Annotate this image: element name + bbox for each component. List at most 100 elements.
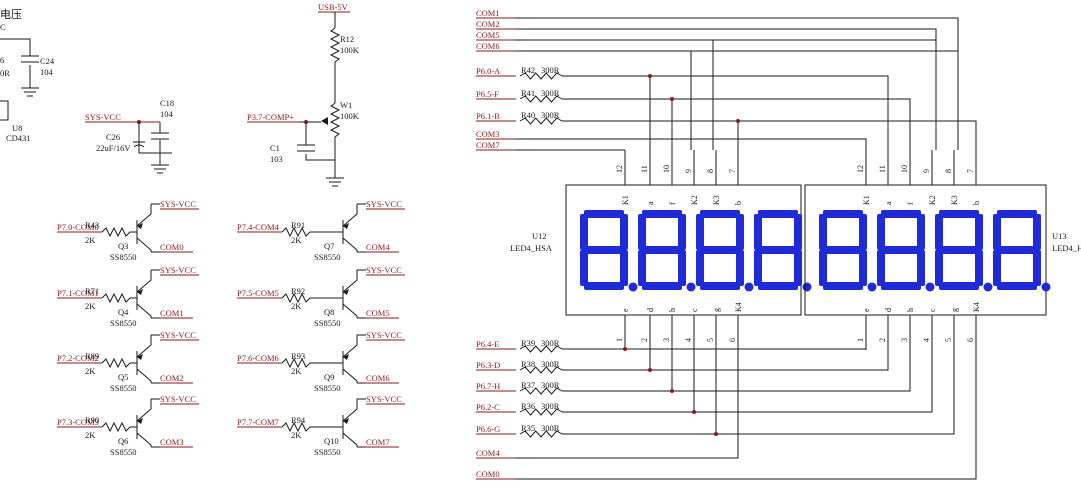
segment-resistor-name: R36	[521, 401, 535, 411]
segment-resistor-value: 300R	[541, 359, 560, 369]
top-pin-number: 9	[684, 169, 693, 173]
resistor-icon	[519, 95, 563, 103]
com-net-wire	[516, 17, 959, 150]
top-pin-label: K1	[862, 195, 871, 205]
driver-vcc-label: SYS-VCC	[160, 394, 196, 404]
transistor-emitter-arrow-icon	[137, 289, 143, 295]
bottom-pin-label: K4	[972, 302, 981, 312]
led-segment	[877, 250, 885, 286]
r12-resistor-icon	[329, 27, 341, 103]
top-pin-label: K3	[950, 195, 959, 205]
led-segment	[700, 210, 740, 218]
segment-net-wire	[562, 120, 977, 150]
top-pin-label: b	[734, 201, 743, 205]
pnp-transistor-icon	[136, 399, 152, 447]
driver-transistor-part: SS8550	[110, 447, 136, 457]
bottom-pin-number: 4	[922, 338, 931, 342]
segment-resistor-value: 300R	[541, 88, 560, 98]
module-part: LED4_HSA	[1052, 243, 1081, 253]
segment-net-wire	[562, 98, 911, 150]
junction-dot	[670, 97, 674, 101]
fragment-text-6: 6	[0, 55, 4, 65]
segment-net-label: P6.1-B	[476, 111, 500, 121]
led-segment	[975, 250, 983, 286]
segment-net-wire	[562, 350, 889, 371]
led-segment	[678, 214, 686, 250]
pnp-transistor-icon	[342, 335, 358, 383]
segment-net-label: P6.2-C	[476, 402, 500, 412]
led-segment	[638, 250, 646, 286]
bottom-pin-number: 5	[944, 338, 953, 342]
segment-net-wire	[562, 350, 955, 435]
bottom-pin-number: 2	[878, 338, 887, 342]
driver-output-label: COM7	[366, 437, 390, 447]
junction-dot	[623, 347, 627, 351]
segment-resistor-name: R39	[521, 338, 535, 348]
driver-input-label: P7.3-COM3	[57, 417, 99, 427]
c26-name: C26	[106, 132, 120, 142]
driver-input-label: P7.0-COM0	[57, 222, 99, 232]
resistor-icon	[519, 430, 563, 438]
driver-vcc-label: SYS-VCC	[160, 265, 196, 275]
junction-dot	[670, 389, 674, 393]
r12-value: 100K	[340, 45, 360, 55]
driver-block-2: P7.2-COM2 R89 2K SYS-VCC Q5 SS8550 COM2	[57, 330, 199, 393]
driver-block-6: P7.6-COM6 R93 2K SYS-VCC Q9 SS8550 COM6	[237, 330, 405, 393]
w1-potentiometer-icon	[329, 102, 341, 178]
driver-output-label: COM0	[160, 242, 184, 252]
led-segment	[736, 214, 744, 250]
c18-capacitor	[151, 132, 169, 140]
driver-resistor-icon	[281, 226, 343, 238]
w1-wiper-arrow-icon	[321, 117, 328, 125]
led-segment	[678, 250, 686, 286]
top-pin-number: 12	[856, 165, 865, 173]
segment-resistor-name: R40	[521, 110, 535, 120]
segment-resistor-name: R41	[521, 88, 535, 98]
decoupling-wires	[138, 122, 172, 154]
c1-capacitor	[297, 144, 315, 152]
transistor-emitter-arrow-icon	[343, 223, 349, 229]
driver-resistor-name: R43	[85, 220, 99, 230]
driver-resistor-value: 2K	[85, 235, 96, 245]
com-net-label: COM4	[476, 448, 500, 458]
driver-input-label: P7.2-COM2	[57, 353, 99, 363]
driver-block-5: P7.5-COM5 R92 2K SYS-VCC Q8 SS8550 COM5	[237, 265, 405, 328]
bottom-pin-number: 3	[900, 338, 909, 342]
led-segment	[993, 250, 1001, 286]
bottom-pin-number: 6	[728, 338, 737, 342]
led-segment	[917, 214, 925, 250]
top-pin-number: 11	[640, 165, 649, 173]
driver-transistor-part: SS8550	[314, 318, 340, 328]
com-net-label: COM3	[476, 129, 500, 139]
led-segment	[580, 214, 588, 250]
junction-dot	[736, 119, 740, 123]
top-pin-label: a	[884, 201, 893, 205]
led-segment	[997, 282, 1037, 290]
segment-net-label: P6.3-D	[476, 360, 500, 370]
led-segment	[620, 214, 628, 250]
com-net-label: COM6	[476, 41, 500, 51]
driver-resistor-icon	[281, 421, 343, 433]
driver-resistor-name: R93	[291, 351, 305, 361]
com-net-label: COM7	[476, 140, 500, 150]
led-segment	[997, 246, 1037, 254]
u8-name: U8	[12, 123, 22, 133]
driver-resistor-value: 2K	[291, 366, 302, 376]
bottom-pin-label: d	[646, 308, 655, 312]
c1-value: 103	[270, 154, 283, 164]
c24-ground-icon	[21, 87, 39, 97]
r12-name: R12	[340, 34, 354, 44]
driver-transistor-name: Q4	[118, 307, 129, 317]
led-segment	[584, 246, 624, 254]
power-ground-icon	[326, 177, 344, 187]
c24-value: 104	[40, 67, 54, 77]
led-segment	[819, 214, 827, 250]
transistor-emitter-arrow-icon	[343, 418, 349, 424]
pnp-transistor-icon	[136, 335, 152, 383]
segment-net-wire	[562, 350, 933, 413]
led-segment	[736, 250, 744, 286]
top-pin-number: 10	[662, 165, 671, 173]
led-decimal-point	[1041, 282, 1051, 292]
driver-transistor-part: SS8550	[110, 383, 136, 393]
